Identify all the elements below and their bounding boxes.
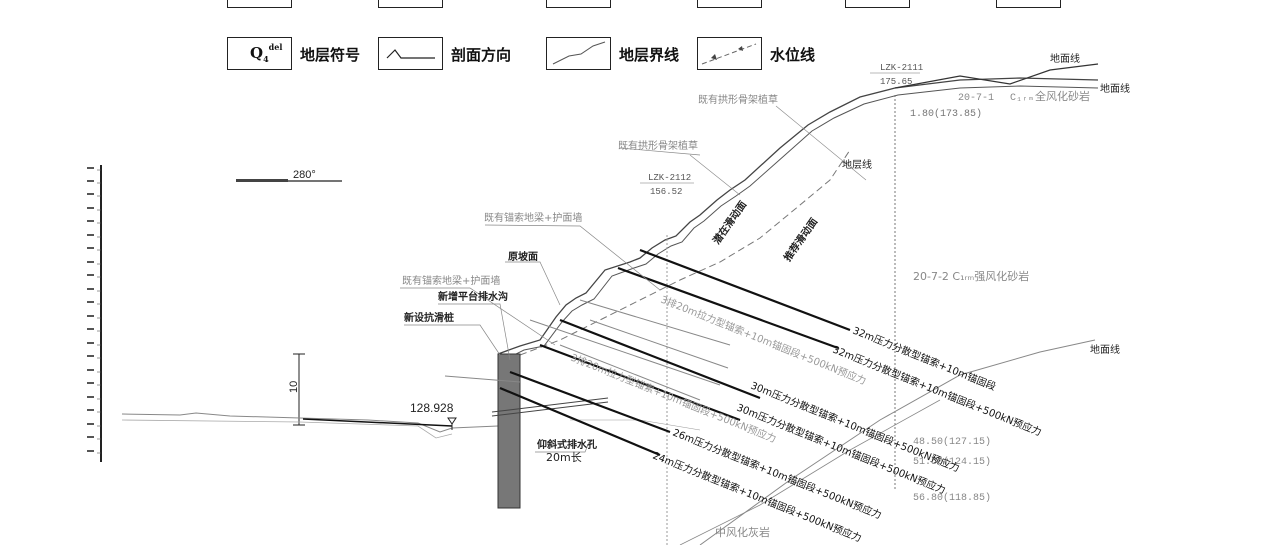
stratum-top-code: C₁ᵣₘ	[1010, 93, 1034, 104]
stratum-symbol-glyph: Q4del	[250, 42, 283, 64]
depth-label-2: 51.50(124.15)	[913, 456, 991, 468]
stratum-top-desc: 全风化砂岩	[1035, 89, 1090, 103]
depth-label-1: 48.50(127.15)	[913, 436, 991, 448]
legend-swatch-cut-2	[378, 0, 443, 8]
existing-arch-callout-line	[775, 105, 867, 181]
stratum-top-label: 20-7-1	[958, 93, 994, 104]
legend-swatch-section-direction	[378, 37, 443, 70]
legend-swatch-water-level	[697, 37, 762, 70]
legend-swatch-cut-4	[697, 0, 762, 8]
vertical-scale-bar: 10	[288, 353, 305, 426]
scale-bar-label: 10	[288, 381, 300, 393]
ground-line-label-2: 地面线	[1100, 82, 1130, 95]
inclined-drain-length: 20m长	[546, 451, 582, 464]
legend-label-stratum-symbol: 地层符号	[300, 46, 361, 64]
elevation-scale	[87, 165, 102, 462]
stratum-boundary-lower-right-2	[679, 399, 941, 545]
row3-anchor-label-1: 3排20m拉力型锚索+10m锚固段+500kN预应力	[659, 293, 868, 388]
stratum-bottom-label: 中风化灰岩	[715, 525, 770, 539]
stratum-boundary-lower-right	[699, 339, 1096, 545]
azimuth-indicator: 280°	[236, 169, 342, 182]
existing-arch-label-1: 既有拱形骨架植草	[698, 93, 778, 106]
ground-surface-top	[894, 63, 1099, 89]
ground-line-label-3: 地面线	[1090, 343, 1120, 356]
stratum-mid-label: 20-7-2 C₁ᵣₘ强风化砂岩	[913, 269, 1029, 283]
borehole-2-id: LZK-2112	[648, 173, 691, 183]
slip-surface-label-1: 潜在滑动面	[710, 198, 749, 246]
existing-anchor-label-2: 既有锚索地梁+护面墙	[402, 274, 500, 287]
inclined-drain-label: 仰斜式排水孔	[537, 438, 597, 451]
new-drain-label: 新增平台排水沟	[438, 290, 508, 303]
borehole-1-elev: 175.65	[880, 77, 912, 87]
anchor-lines	[499, 248, 851, 457]
new-pile-label: 新设抗滑桩	[404, 311, 454, 324]
toe-elevation: 128.928	[410, 401, 454, 415]
section-direction-icon	[386, 49, 435, 59]
borehole-1-depth: 1.80(173.85)	[910, 108, 982, 120]
borehole-2-elev: 156.52	[650, 187, 682, 197]
legend-label-section-direction: 剖面方向	[451, 46, 512, 64]
depth-label-3: 56.80(118.85)	[913, 492, 991, 504]
legend-swatch-cut-3	[546, 0, 611, 8]
legend-swatch-cut-5	[845, 0, 910, 8]
ground-line-label-1: 地面线	[1050, 52, 1080, 65]
existing-anchor-lines	[444, 299, 731, 401]
azimuth-label: 280°	[293, 169, 316, 181]
legend-label-water-level: 水位线	[770, 46, 816, 64]
slope-surface-inner	[503, 85, 1099, 361]
water-level-icon	[701, 43, 757, 65]
legend-swatch-cut-6	[996, 0, 1061, 8]
stratum-line-label: 地层线	[842, 158, 872, 171]
stratum-boundary-icon	[552, 41, 606, 65]
existing-arch-label-2: 既有拱形骨架植草	[618, 139, 698, 152]
borehole-1-id: LZK-2111	[880, 63, 923, 73]
anti-slide-pile	[497, 353, 521, 509]
existing-anchor-label-1: 既有锚索地梁+护面墙	[484, 211, 582, 224]
legend-label-stratum-boundary: 地层界线	[619, 46, 680, 64]
legend-swatch-cut-1	[227, 0, 292, 8]
legend-swatch-stratum-boundary	[546, 37, 611, 70]
stratum-boundary-line	[519, 149, 851, 356]
slope-surface	[497, 77, 1099, 355]
ground-line-left-lower	[121, 419, 453, 439]
slip-surface-label-2: 推荐滑动面	[781, 215, 820, 263]
legend-swatch-stratum-symbol: Q4del	[227, 37, 292, 70]
ground-line-left	[121, 412, 499, 433]
original-slope-label: 原坡面	[508, 250, 538, 263]
